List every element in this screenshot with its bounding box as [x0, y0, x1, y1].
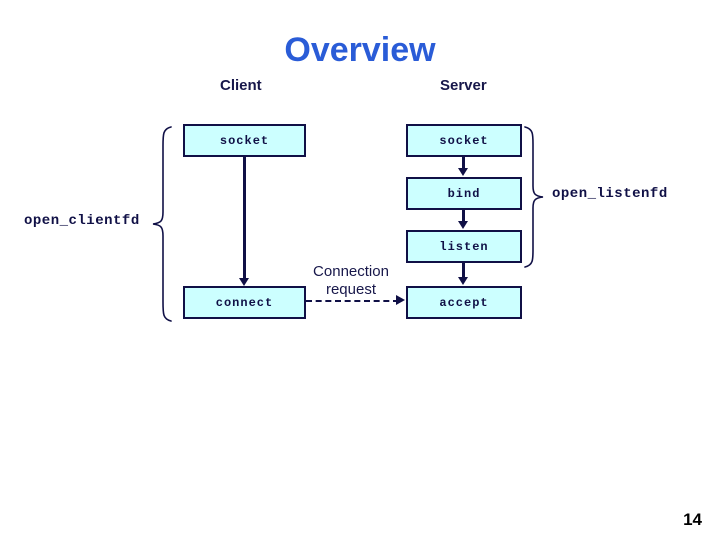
connection-request-line1: Connection — [313, 263, 389, 280]
arrow-head-server-listen — [458, 221, 468, 229]
arrow-head-server-bind — [458, 168, 468, 176]
page-title: Overview — [284, 31, 436, 69]
client-step-connect[interactable]: connect — [183, 286, 306, 319]
arrow-head-client-connect — [239, 278, 249, 286]
arrow-server-socket-to-bind — [462, 157, 465, 169]
arrow-head-connection-request — [396, 295, 405, 305]
server-step-socket[interactable]: socket — [406, 124, 522, 157]
arrow-server-bind-to-listen — [462, 210, 465, 222]
connection-request-line2: request — [325, 281, 377, 298]
column-header-server: Server — [440, 77, 487, 94]
client-step-socket[interactable]: socket — [183, 124, 306, 157]
arrow-client-socket-to-connect — [243, 157, 246, 279]
brace-label-open-listenfd: open_listenfd — [552, 186, 668, 202]
connection-request-label: Connection request — [296, 263, 406, 299]
brace-server-icon — [524, 126, 544, 268]
server-step-accept[interactable]: accept — [406, 286, 522, 319]
server-step-bind[interactable]: bind — [406, 177, 522, 210]
arrow-head-server-accept — [458, 277, 468, 285]
page-number: 14 — [683, 510, 702, 529]
arrow-connection-request — [306, 300, 399, 302]
server-step-listen[interactable]: listen — [406, 230, 522, 263]
arrow-server-listen-to-accept — [462, 263, 465, 278]
brace-client-icon — [152, 126, 172, 322]
column-header-client: Client — [220, 77, 262, 94]
brace-label-open-clientfd: open_clientfd — [24, 213, 140, 229]
